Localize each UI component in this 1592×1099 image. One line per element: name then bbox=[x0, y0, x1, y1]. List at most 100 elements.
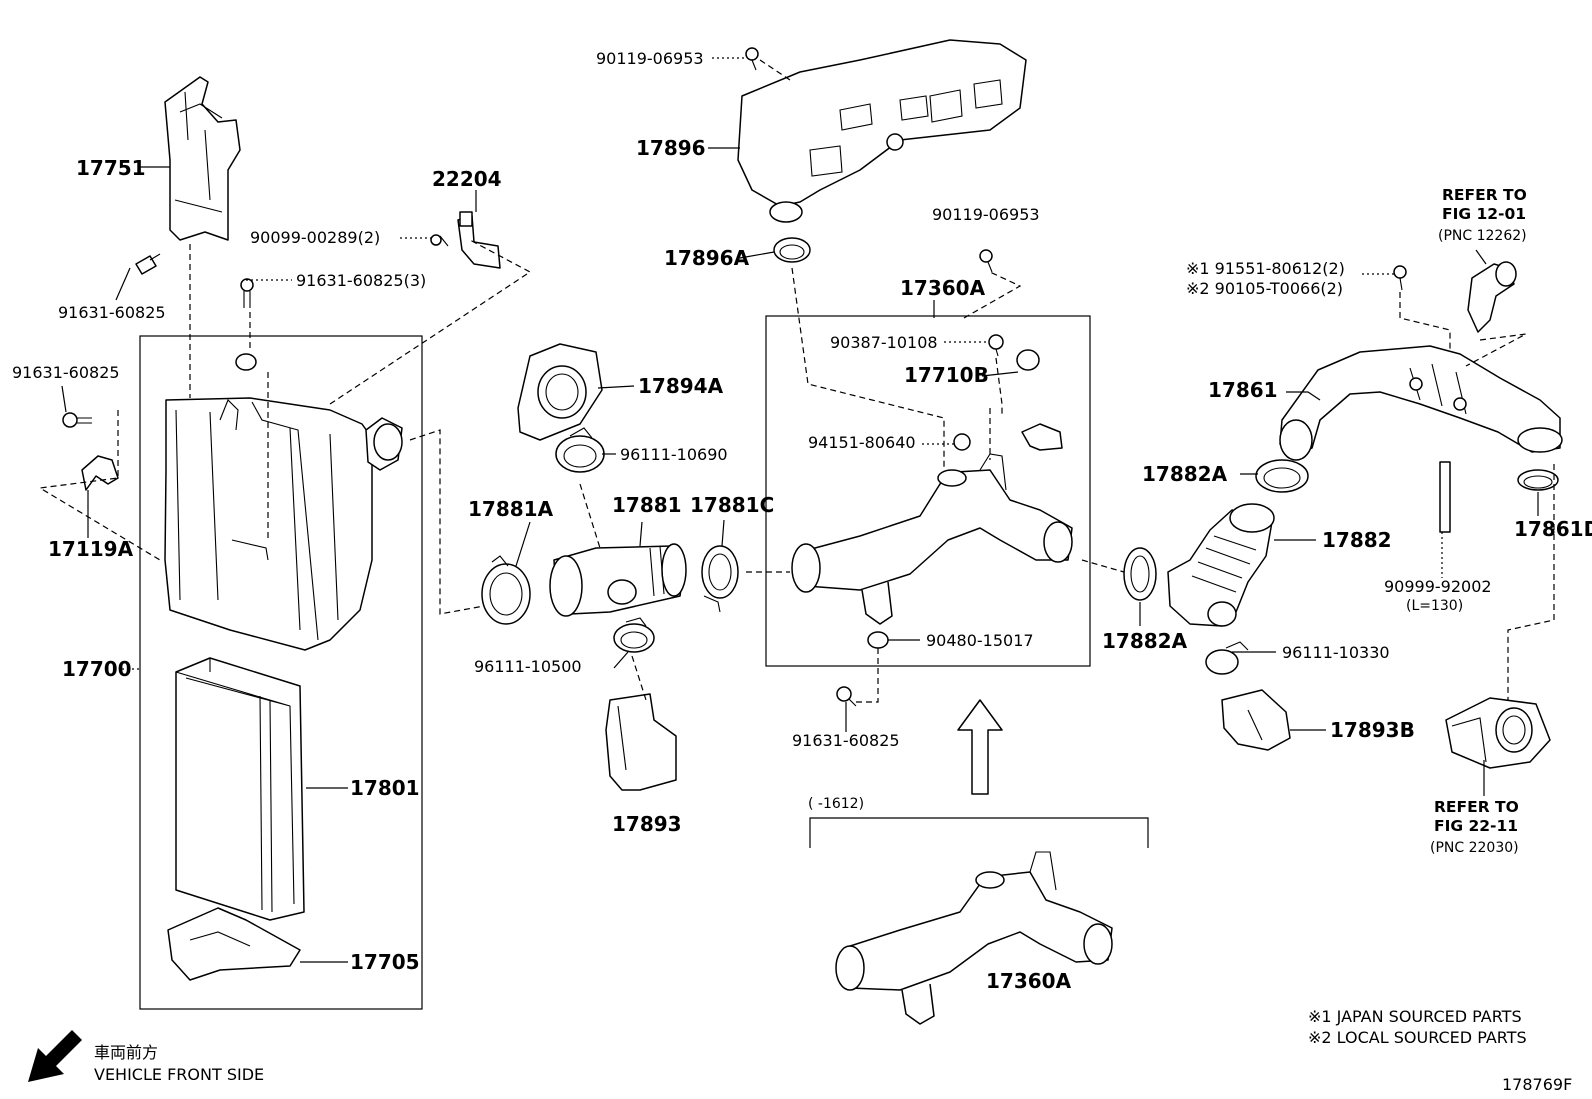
label-91551-80612: ※1 91551-80612(2) bbox=[1186, 259, 1345, 278]
front-arrow-icon bbox=[28, 1030, 82, 1082]
label-90387-10108: 90387-10108 bbox=[830, 333, 938, 352]
part-96111-10330-clamp bbox=[1205, 641, 1249, 675]
label-17882: 17882 bbox=[1322, 528, 1392, 552]
part-90999-92002-hose bbox=[1439, 461, 1451, 533]
part-17360A-pipe-bottom bbox=[835, 851, 1113, 1025]
label-17882A-b: 17882A bbox=[1102, 629, 1188, 653]
figure-id: 178769F bbox=[1502, 1075, 1572, 1094]
part-17881A-clamp bbox=[481, 555, 531, 625]
label-17705: 17705 bbox=[350, 950, 420, 974]
reference-labels: REFER TO FIG 12-01 (PNC 12262) REFER TO … bbox=[1430, 186, 1527, 856]
part-17896-resonator bbox=[737, 39, 1027, 223]
front-label-en: VEHICLE FRONT SIDE bbox=[94, 1065, 264, 1084]
label-90119-06953-a: 90119-06953 bbox=[596, 49, 704, 68]
part-17882A-clamp-top bbox=[1255, 459, 1309, 493]
bolt-91631-far-left bbox=[62, 412, 92, 428]
part-17893-duct bbox=[605, 693, 677, 791]
label-17700: 17700 bbox=[62, 657, 132, 681]
part-17360A-pipe-top bbox=[791, 453, 1073, 625]
part-17861D-clamp bbox=[1517, 469, 1559, 491]
part-17882-hose bbox=[1167, 503, 1275, 627]
label-96111-10690: 96111-10690 bbox=[620, 445, 728, 464]
part-17882A-clamp-left bbox=[1123, 547, 1157, 601]
bolt-91631-left bbox=[135, 253, 161, 275]
label-22204: 22204 bbox=[432, 167, 502, 191]
label-17861: 17861 bbox=[1208, 378, 1278, 402]
bolt-90119-top bbox=[745, 47, 759, 71]
label-90119-06953-b: 90119-06953 bbox=[932, 205, 1040, 224]
label-17881C: 17881C bbox=[690, 493, 774, 517]
part-17801-filter bbox=[175, 657, 305, 921]
label-17881A: 17881A bbox=[468, 497, 554, 521]
part-17881-hose bbox=[549, 543, 687, 617]
bolt-91631-3 bbox=[240, 278, 254, 308]
label-17882A-a: 17882A bbox=[1142, 462, 1228, 486]
part-17119A-bracket bbox=[81, 455, 119, 491]
label-91631-60825-3: 91631-60825(3) bbox=[296, 271, 426, 290]
part-17710B-cushion bbox=[1016, 349, 1040, 371]
label-94151-80640: 94151-80640 bbox=[808, 433, 916, 452]
part-17881C-clamp bbox=[701, 545, 739, 613]
hose-pnc-12262 bbox=[1467, 261, 1517, 333]
label-96111-10500: 96111-10500 bbox=[474, 657, 582, 676]
ref2-line1: REFER TO bbox=[1434, 798, 1519, 816]
label-96111-10330: 96111-10330 bbox=[1282, 643, 1390, 662]
bolt-90387 bbox=[988, 334, 1004, 357]
part-labels: 17751 22204 90099-00289(2) 91631-60825 9… bbox=[12, 49, 1592, 993]
part-17893B-cover bbox=[1221, 689, 1291, 751]
label-17710B: 17710B bbox=[904, 363, 989, 387]
label-91631-60825-b: 91631-60825 bbox=[12, 363, 120, 382]
label-17861D: 17861D bbox=[1514, 517, 1592, 541]
part-22204-sensor bbox=[457, 211, 501, 269]
part-17700-case bbox=[164, 397, 403, 651]
label-17360A-top: 17360A bbox=[900, 276, 986, 300]
label-17801: 17801 bbox=[350, 776, 420, 800]
part-17896A-clamp bbox=[773, 237, 811, 263]
ref2-line3: (PNC 22030) bbox=[1430, 840, 1519, 856]
notes: ※1 JAPAN SOURCED PARTS ※2 LOCAL SOURCED … bbox=[94, 1007, 1572, 1094]
part-17751-duct bbox=[164, 76, 241, 241]
bolt-90119-center bbox=[979, 249, 993, 273]
grommet bbox=[235, 353, 257, 371]
part-17705-bracket bbox=[167, 907, 301, 981]
label-L130: (L=130) bbox=[1406, 598, 1463, 614]
ref2-line2: FIG 22-11 bbox=[1434, 817, 1518, 835]
label-90999-92002: 90999-92002 bbox=[1384, 577, 1492, 596]
label-17896A: 17896A bbox=[664, 246, 750, 270]
label-1612: ( -1612) bbox=[808, 796, 864, 812]
label-91631-60825-c: 91631-60825 bbox=[792, 731, 900, 750]
label-91631-60825-a: 91631-60825 bbox=[58, 303, 166, 322]
label-90099-00289: 90099-00289(2) bbox=[250, 228, 380, 247]
label-90480-15017: 90480-15017 bbox=[926, 631, 1034, 650]
ref1-line2: FIG 12-01 bbox=[1442, 205, 1526, 223]
bolt-91631-center bbox=[836, 686, 857, 707]
label-17360A-bottom: 17360A bbox=[986, 969, 1072, 993]
frame-17360A bbox=[765, 315, 1091, 667]
label-17751: 17751 bbox=[76, 156, 146, 180]
label-17893: 17893 bbox=[612, 812, 682, 836]
label-17893B: 17893B bbox=[1330, 718, 1415, 742]
grommet-90480 bbox=[867, 631, 889, 649]
bolt-91551 bbox=[1393, 265, 1407, 291]
ref1-line1: REFER TO bbox=[1442, 186, 1527, 204]
part-96111-10690-clamp bbox=[555, 427, 605, 473]
label-17119A: 17119A bbox=[48, 537, 134, 561]
frame-1612 bbox=[809, 817, 1149, 848]
label-17881: 17881 bbox=[612, 493, 682, 517]
part-17894A bbox=[517, 343, 603, 441]
part-90099-screw bbox=[430, 234, 449, 247]
front-label-jp: 車両前方 bbox=[94, 1043, 158, 1062]
label-17896: 17896 bbox=[636, 136, 706, 160]
label-17894A: 17894A bbox=[638, 374, 724, 398]
ref1-line3: (PNC 12262) bbox=[1438, 228, 1527, 244]
note-japan-sourced: ※1 JAPAN SOURCED PARTS bbox=[1308, 1007, 1522, 1026]
frame-17700 bbox=[139, 335, 423, 1010]
throttle-body-pnc-22030 bbox=[1445, 697, 1551, 769]
note-local-sourced: ※2 LOCAL SOURCED PARTS bbox=[1308, 1028, 1527, 1047]
leader-lines bbox=[61, 57, 1539, 963]
label-90105-T0066: ※2 90105-T0066(2) bbox=[1186, 279, 1343, 298]
part-17861-pipe bbox=[1279, 345, 1563, 461]
part-96111-10500-clamp bbox=[613, 617, 655, 653]
bracket-17360A-right bbox=[1021, 423, 1063, 451]
